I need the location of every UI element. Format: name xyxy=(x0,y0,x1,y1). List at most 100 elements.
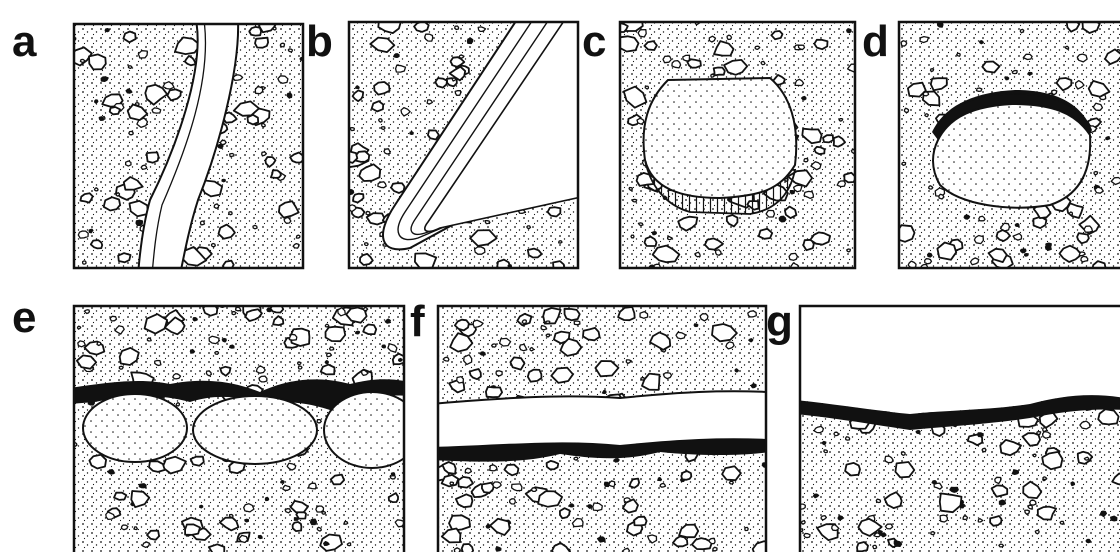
grain-clast xyxy=(1065,46,1068,49)
grain-clast xyxy=(847,29,851,33)
grain-clast xyxy=(814,40,827,49)
lens-body-dots xyxy=(933,104,1090,208)
grain-clast xyxy=(382,345,385,348)
grain-clast xyxy=(713,547,717,551)
grain-clast xyxy=(492,344,496,347)
grain-clast xyxy=(779,216,786,222)
panel-label: g xyxy=(766,297,793,346)
grain-clast xyxy=(427,100,432,104)
grain-clast xyxy=(193,318,197,321)
grain-clast xyxy=(496,371,502,376)
grain-clast xyxy=(1106,137,1110,140)
grain-clast xyxy=(152,108,161,113)
grain-clast xyxy=(637,118,644,124)
grain-clast xyxy=(748,311,757,317)
grain-clast xyxy=(570,504,574,507)
panel-label: d xyxy=(862,17,889,66)
grain-clast xyxy=(978,433,984,437)
grain-clast xyxy=(885,524,892,529)
grain-clast xyxy=(528,370,542,382)
grain-clast xyxy=(129,131,133,134)
grain-clast xyxy=(873,545,877,548)
grain-clast xyxy=(396,65,406,72)
grain-clast xyxy=(464,355,472,365)
grain-clast xyxy=(735,369,738,372)
grain-clast xyxy=(547,461,559,469)
grain-clast xyxy=(110,107,120,114)
grain-clast xyxy=(1043,432,1051,439)
grain-clast xyxy=(119,366,123,369)
grain-clast xyxy=(645,86,648,89)
grain-clast xyxy=(802,521,806,524)
grain-clast xyxy=(1084,226,1092,232)
grain-clast xyxy=(97,342,101,346)
grain-clast xyxy=(1071,482,1074,486)
grain-clast xyxy=(80,59,84,62)
grain-clast xyxy=(925,259,932,264)
grain-clast xyxy=(457,377,464,383)
panel-f: f xyxy=(410,297,772,552)
grain-clast xyxy=(309,483,317,489)
grain-clast xyxy=(546,334,549,337)
grain-clast xyxy=(979,216,985,221)
grain-clast xyxy=(931,69,934,72)
grain-clast xyxy=(206,371,211,376)
grain-clast xyxy=(255,38,268,48)
grain-clast xyxy=(1093,103,1102,110)
grain-clast xyxy=(931,532,935,535)
panel-e: e xyxy=(12,293,420,552)
grain-clast xyxy=(1015,224,1019,227)
grain-clast xyxy=(255,86,262,93)
grain-clast xyxy=(790,191,794,194)
grain-clast xyxy=(110,316,116,321)
grain-clast xyxy=(857,542,868,551)
grain-clast xyxy=(201,221,205,225)
grain-clast xyxy=(838,516,842,519)
grain-clast xyxy=(365,243,369,246)
grain-clast xyxy=(281,481,284,484)
grain-clast xyxy=(814,147,824,154)
grain-clast xyxy=(293,522,302,531)
grain-clast xyxy=(999,544,1004,547)
grain-clast xyxy=(1012,71,1017,74)
grain-clast xyxy=(249,27,261,36)
grain-clast xyxy=(378,182,386,188)
panel-g: g xyxy=(766,297,1120,552)
grain-clast xyxy=(834,432,838,435)
grain-clast xyxy=(681,471,691,480)
grain-clast xyxy=(977,88,982,91)
grain-clast xyxy=(546,321,550,323)
grain-clast xyxy=(285,509,290,513)
grain-clast xyxy=(694,324,698,327)
grain-clast xyxy=(548,207,561,216)
grain-clast xyxy=(212,244,216,247)
grain-clast xyxy=(271,170,281,178)
grain-clast xyxy=(322,512,326,515)
grain-clast xyxy=(450,482,454,485)
grain-clast xyxy=(89,229,93,232)
grain-clast xyxy=(839,119,842,122)
grain-clast xyxy=(384,149,390,154)
grain-clast xyxy=(901,452,905,456)
grain-clast xyxy=(392,473,395,476)
grain-clast xyxy=(1077,54,1087,62)
grain-clast xyxy=(709,538,715,543)
grain-clast xyxy=(950,487,958,492)
grain-clast xyxy=(928,253,932,257)
grain-clast xyxy=(711,74,715,77)
grain-clast xyxy=(244,504,254,512)
grain-clast xyxy=(317,527,321,531)
grain-clast xyxy=(663,56,671,63)
grain-clast xyxy=(560,508,570,518)
grain-clast xyxy=(425,34,433,41)
grain-clast xyxy=(565,309,580,321)
grain-clast xyxy=(583,328,600,340)
grain-clast xyxy=(139,484,146,488)
grain-clast xyxy=(1023,54,1032,59)
grain-clast xyxy=(990,516,1001,526)
grain-clast xyxy=(486,387,502,397)
grain-clast xyxy=(603,391,607,394)
grain-clast xyxy=(1035,530,1039,534)
grain-clast xyxy=(940,515,947,522)
grain-clast xyxy=(960,505,965,508)
